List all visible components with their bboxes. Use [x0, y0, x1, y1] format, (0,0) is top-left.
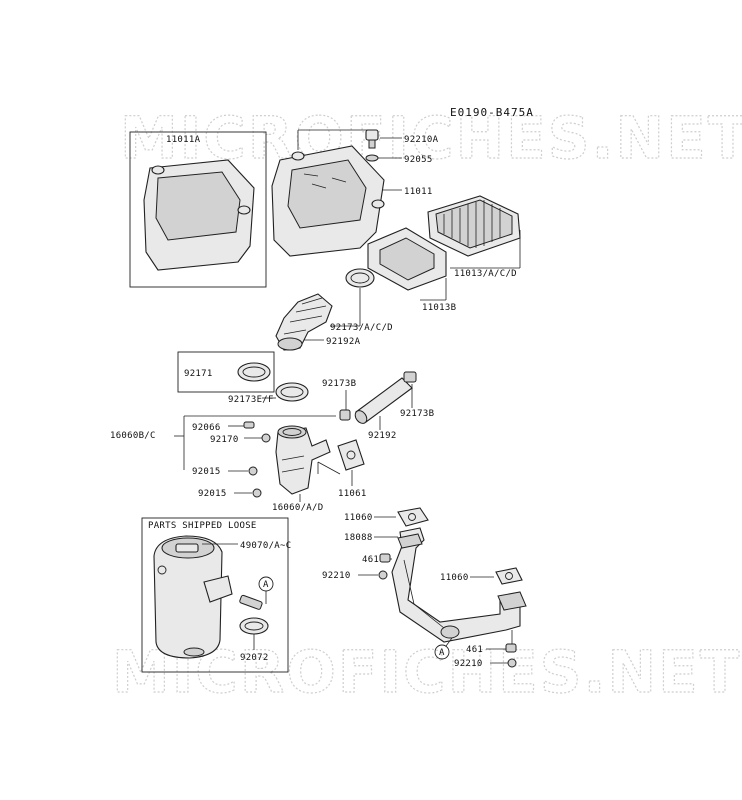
label-92055: 92055	[404, 155, 433, 165]
parts-shipped-loose-box	[141, 517, 289, 673]
label-11061: 11061	[338, 489, 367, 499]
callout-A-left-label: A	[263, 580, 269, 590]
nut-92210-a	[378, 570, 388, 580]
bolt-92170	[261, 433, 271, 443]
label-92192A: 92192A	[326, 337, 361, 347]
hose-92192	[354, 377, 413, 424]
label-49070: 49070/A~C	[240, 541, 291, 551]
pre-cleaner-11013B	[367, 227, 447, 291]
label-11011A: 11011A	[166, 135, 201, 145]
label-92173ACD: 92173/A/C/D	[330, 323, 393, 333]
label-92173B-top: 92173B	[322, 379, 356, 389]
clamp-92173B-right	[403, 371, 417, 383]
air-filter-element-11013	[427, 195, 521, 257]
bolt-92210A	[365, 129, 379, 149]
exhaust-pipe-18088	[391, 527, 527, 643]
clamp-92173ACD	[345, 268, 375, 288]
label-92173B-right: 92173B	[400, 409, 434, 419]
label-11013B: 11013B	[422, 303, 456, 313]
label-16060BC: 16060B/C	[110, 431, 156, 441]
callout-A-right	[434, 644, 450, 660]
intake-hose-92192A	[275, 293, 333, 351]
label-461-a: 461	[362, 555, 379, 565]
label-461-b: 461	[466, 645, 483, 655]
label-11060-mid: 11060	[440, 573, 469, 583]
label-16060AD: 16060/A/D	[272, 503, 323, 513]
clamp-92171-box	[177, 351, 275, 393]
label-92171: 92171	[184, 369, 213, 379]
air-cleaner-cover-11011	[271, 145, 385, 257]
parts-shipped-loose-label: PARTS SHIPPED LOOSE	[148, 521, 257, 531]
clamp-92173B-left	[339, 409, 351, 421]
label-92015-a: 92015	[192, 467, 221, 477]
clamp-92072	[239, 594, 269, 635]
gasket-11060-top	[397, 507, 429, 527]
nut-92015-b	[252, 488, 262, 498]
screw-92066	[243, 421, 255, 429]
label-92015-b: 92015	[198, 489, 227, 499]
intake-pipe-16060	[275, 425, 331, 495]
muffler-49070	[153, 535, 233, 659]
label-11013: 11013/A/C/D	[454, 269, 517, 279]
label-92210-a: 92210	[322, 571, 351, 581]
callout-A-right-label: A	[439, 648, 445, 658]
label-92210-b: 92210	[454, 659, 483, 669]
nut-92015-a	[248, 466, 258, 476]
gasket-11060-mid	[495, 567, 523, 585]
nut-461-a	[379, 553, 391, 563]
air-cleaner-cover-11011A	[143, 159, 255, 271]
label-92210A: 92210A	[404, 135, 439, 145]
label-92072: 92072	[240, 653, 269, 663]
label-92170: 92170	[210, 435, 239, 445]
diagram-code: E0190-B475A	[450, 106, 534, 119]
gasket-11061	[337, 439, 365, 471]
washer-92055	[365, 154, 379, 162]
air-cleaner-cover-box	[129, 131, 267, 288]
label-11060-top: 11060	[344, 513, 373, 523]
nut-461-b	[505, 643, 517, 653]
nut-92210-b	[507, 658, 517, 668]
label-11011: 11011	[404, 187, 433, 197]
label-92066: 92066	[192, 423, 221, 433]
label-92192: 92192	[368, 431, 397, 441]
clamp-92173EF	[275, 382, 309, 402]
label-92173EF: 92173E/F	[228, 395, 274, 405]
clamp-92171	[237, 362, 271, 382]
label-18088: 18088	[344, 533, 373, 543]
